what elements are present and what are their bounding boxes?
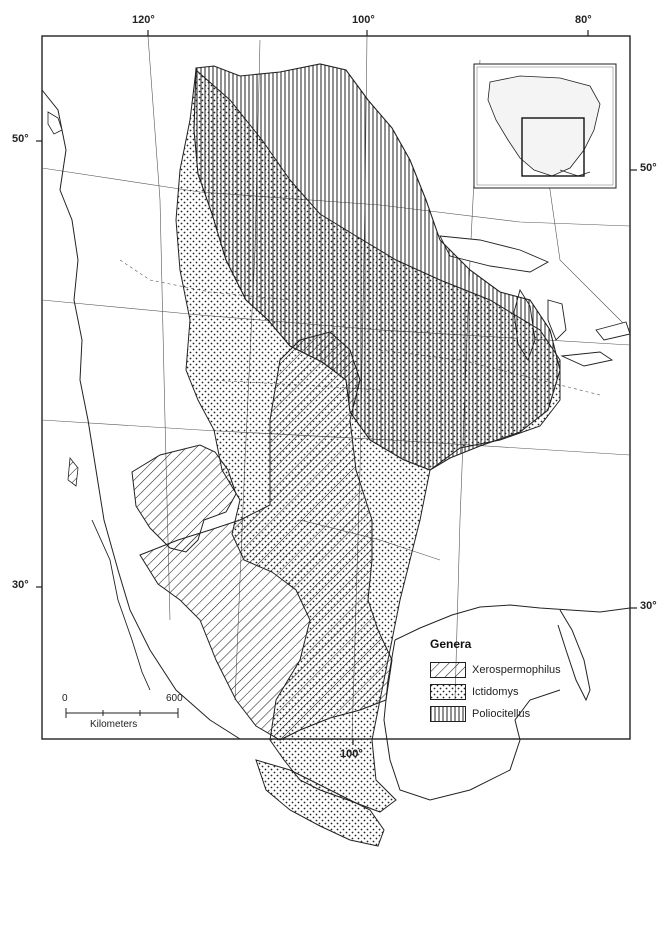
latitude-label-50-left: 50° (12, 133, 29, 145)
legend-label: Ictidomys (472, 686, 519, 698)
range-poliocitellus (193, 63, 561, 471)
legend-title: Genera (430, 637, 472, 651)
west-coastline (41, 89, 241, 740)
legend-swatch-diagonal-hatch (430, 662, 466, 678)
scale-bar (65, 708, 179, 718)
scale-end-label: 600 (166, 693, 183, 704)
latitude-label-30-left: 30° (12, 579, 29, 591)
inset-locator-map (473, 63, 617, 189)
scale-unit-label: Kilometers (90, 719, 138, 730)
inset-extent-box (521, 117, 585, 177)
range-xerospermophilus-north (131, 444, 237, 553)
legend-label: Poliocitellus (472, 708, 531, 720)
latitude-label-30-right: 30° (640, 600, 657, 612)
gulf-coastline (394, 604, 631, 641)
florida-peninsula (557, 609, 591, 702)
channel-island (67, 456, 79, 487)
graticule-ticks (36, 30, 637, 745)
longitude-label-100-top: 100° (352, 14, 375, 26)
legend-swatch-dots (430, 684, 466, 700)
legend-item-ictidomys: Ictidomys (430, 681, 600, 703)
legend-item-poliocitellus: Poliocitellus (430, 703, 600, 725)
longitude-label-120: 120° (132, 14, 155, 26)
legend-swatch-vertical-lines (430, 706, 466, 722)
legend: Genera Xerospermophilus Ictidomys Polioc… (430, 637, 600, 725)
baja-peninsula (91, 519, 151, 691)
scale-start-label: 0 (62, 693, 68, 704)
longitude-label-80: 80° (575, 14, 592, 26)
latitude-label-50-right: 50° (640, 162, 657, 174)
range-ictidomys-mexico (255, 759, 385, 847)
legend-item-xerospermophilus: Xerospermophilus (430, 659, 600, 681)
mexico-gulf-coast (383, 639, 561, 801)
vancouver-island (47, 111, 63, 135)
longitude-label-100-bottom: 100° (340, 748, 363, 760)
legend-label: Xerospermophilus (472, 664, 561, 676)
